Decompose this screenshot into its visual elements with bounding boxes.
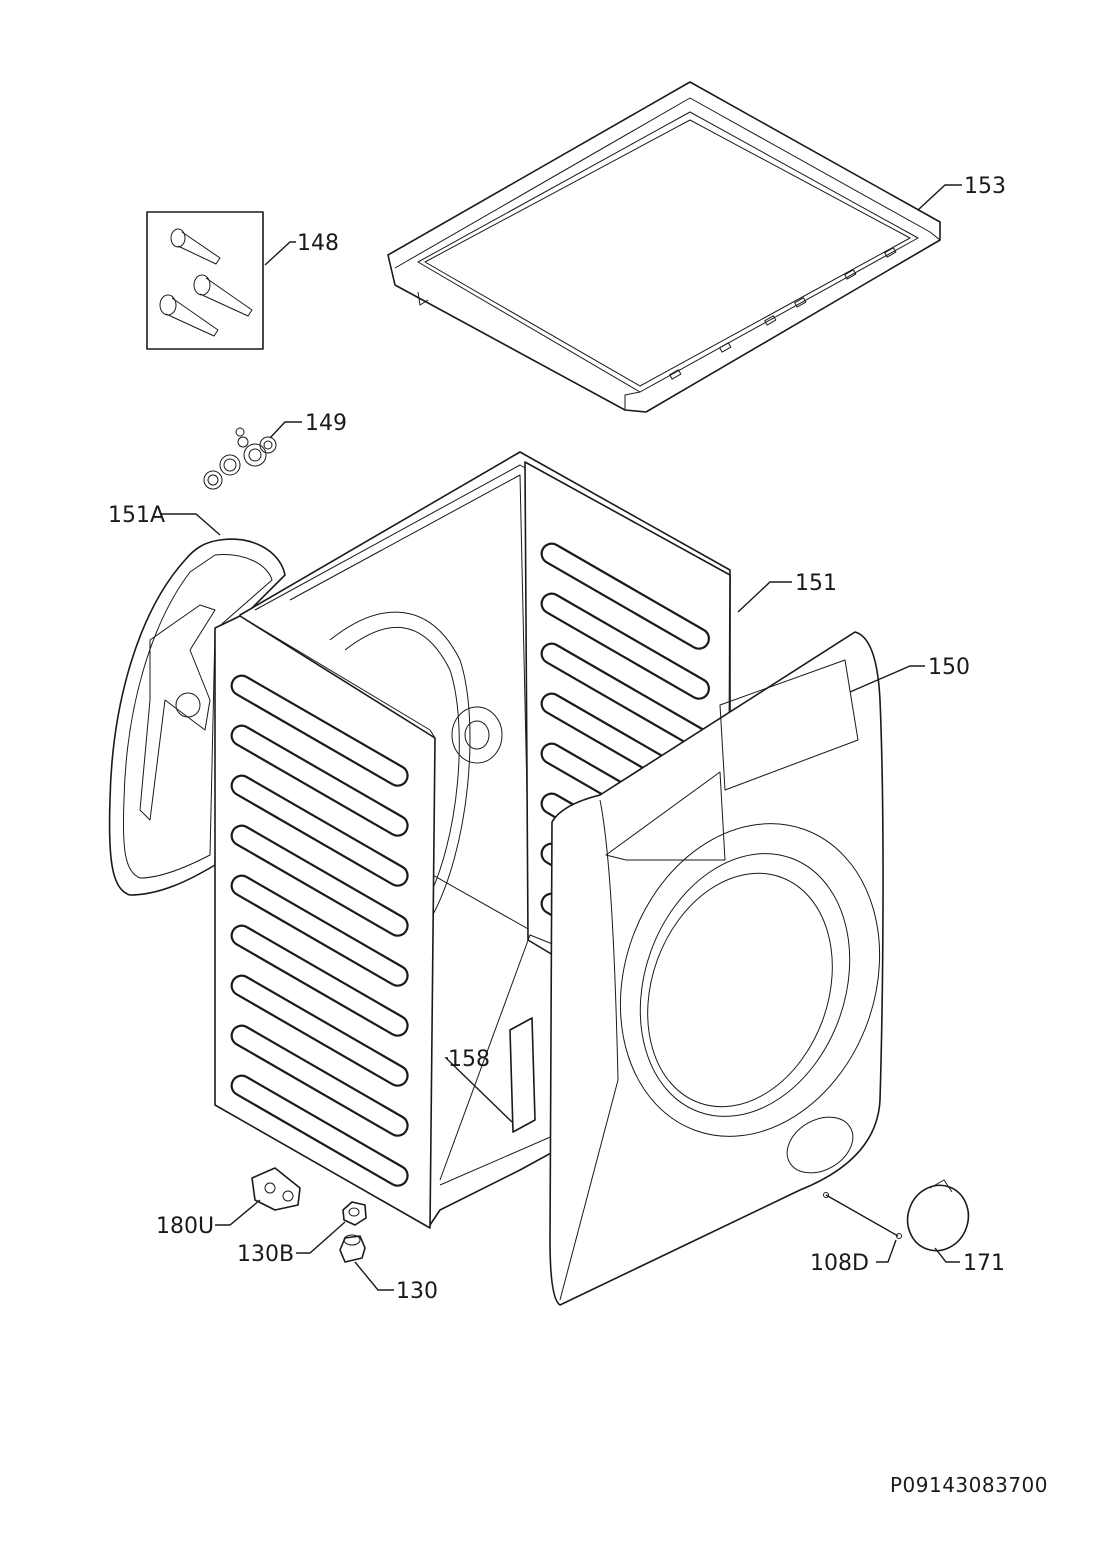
leader-151A: [160, 513, 221, 536]
leader-108D: [876, 1239, 897, 1263]
screw-part: [823, 1192, 902, 1239]
label-151A: 151A: [108, 503, 165, 528]
nut-part: [342, 1201, 367, 1226]
label-171: 171: [963, 1251, 1005, 1276]
label-130: 130: [396, 1279, 438, 1304]
plugs-part: [203, 427, 277, 490]
hinge-clip-part: [251, 1167, 301, 1211]
label-151: 151: [795, 571, 837, 596]
label-180U: 180U: [156, 1214, 214, 1239]
cap-part: [906, 1179, 970, 1252]
label-153: 153: [964, 174, 1006, 199]
label-158: 158: [448, 1047, 490, 1072]
front-panel-part: [549, 631, 884, 1306]
leader-150: [849, 665, 925, 693]
label-130B: 130B: [237, 1242, 294, 1267]
label-149: 149: [305, 411, 347, 436]
leader-158: [444, 1057, 513, 1123]
leader-148: [264, 241, 296, 266]
label-108D: 108D: [810, 1251, 869, 1276]
transit-bolts-part: [146, 211, 264, 350]
foot-part: [339, 1234, 366, 1263]
label-148: 148: [297, 231, 339, 256]
bracket-158: [509, 1017, 536, 1133]
rear-panel-part: [108, 538, 286, 896]
leader-149: [269, 421, 302, 439]
top-cover-part: [387, 81, 941, 413]
leader-153: [917, 184, 962, 211]
label-150: 150: [928, 655, 970, 680]
leader-130B: [296, 1221, 346, 1254]
leader-130: [354, 1261, 394, 1291]
leader-171: [934, 1247, 960, 1263]
leader-180U: [215, 1199, 261, 1226]
leader-151: [737, 581, 792, 613]
drawing-code: P09143083700: [890, 1473, 1048, 1497]
